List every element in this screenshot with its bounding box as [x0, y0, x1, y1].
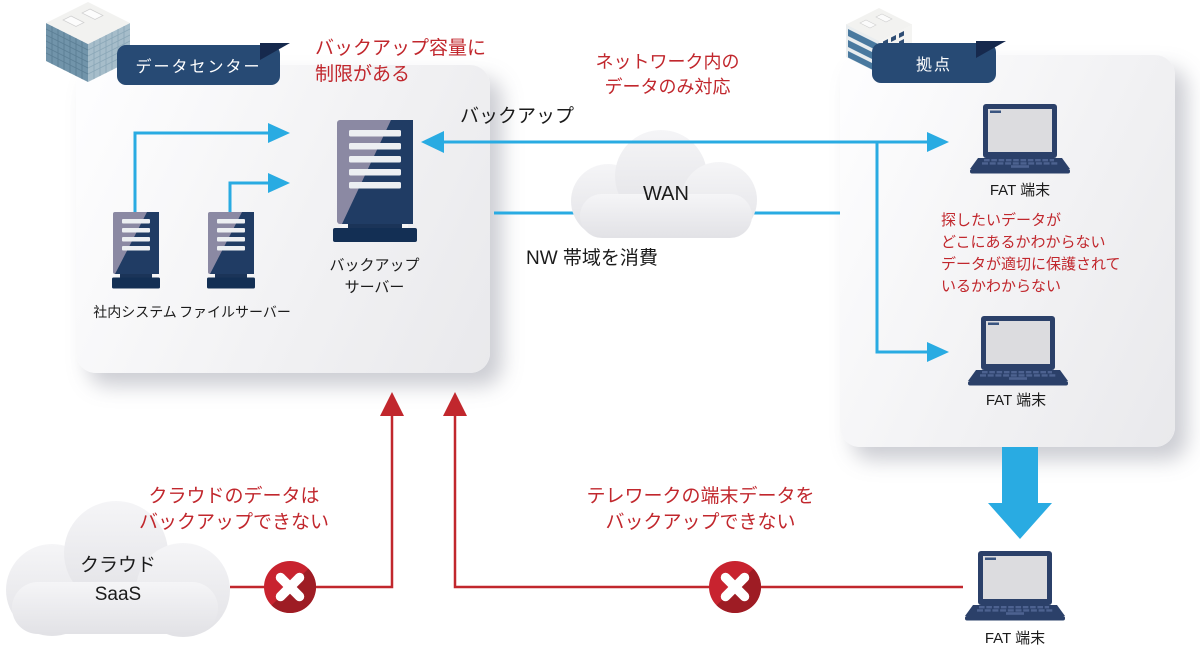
laptop-icon-fat2: [966, 314, 1070, 387]
red-up-arrowhead-1: [380, 392, 404, 416]
server-icon-file-server: [207, 212, 255, 289]
datacenter-building-icon: [46, 2, 130, 83]
wan-label: WAN: [643, 183, 689, 205]
datacenter-ribbon: データセンター: [117, 43, 290, 85]
warning-data-location: 探したいデータが どこにあるかわからない データが適切に保護されて いるかわから…: [941, 212, 1121, 295]
wan-cloud-icon: [571, 130, 757, 238]
laptop-icon-fat3: [963, 549, 1067, 622]
internal-system-label: 社内システム: [93, 304, 177, 320]
laptop-icon-fat1: [968, 102, 1072, 175]
file-server-label: ファイルサーバー: [179, 304, 291, 320]
blue-arrow-lines: [133, 131, 927, 354]
big-down-arrow: [988, 447, 1052, 539]
server-icon-internal-system: [112, 212, 160, 289]
blue-arrowheads: [268, 123, 949, 362]
warning-network-only: ネットワーク内の データのみ対応: [595, 52, 740, 97]
branch-ribbon-label: 拠点: [915, 57, 952, 74]
cross-icon-telework: [709, 561, 762, 614]
bandwidth-label: NW 帯域を消費: [526, 248, 658, 269]
fat-terminal-1-label: FAT 端末: [989, 182, 1051, 199]
datacenter-ribbon-label: データセンター: [135, 59, 262, 76]
red-connector-telework: [453, 415, 963, 589]
backup-server-label: バックアップ サーバー: [329, 257, 420, 296]
warning-telework-backup: テレワークの端末データを バックアップできない: [586, 486, 815, 533]
saas-cloud-icon: [6, 501, 230, 637]
backup-arrow-label: バックアップ: [460, 106, 575, 127]
branch-ribbon: 拠点: [872, 41, 1006, 83]
cross-icon-cloud: [264, 561, 317, 614]
red-up-arrowhead-2: [443, 392, 467, 416]
fat-terminal-3-label: FAT 端末: [984, 630, 1046, 647]
fat-terminal-2-label: FAT 端末: [985, 392, 1047, 409]
warning-backup-capacity: バックアップ容量に 制限がある: [315, 38, 487, 85]
warning-cloud-backup: クラウドのデータは バックアップできない: [138, 486, 329, 533]
saas-cloud-label: クラウド SaaS: [79, 555, 156, 605]
server-icon-backup: [333, 120, 417, 242]
